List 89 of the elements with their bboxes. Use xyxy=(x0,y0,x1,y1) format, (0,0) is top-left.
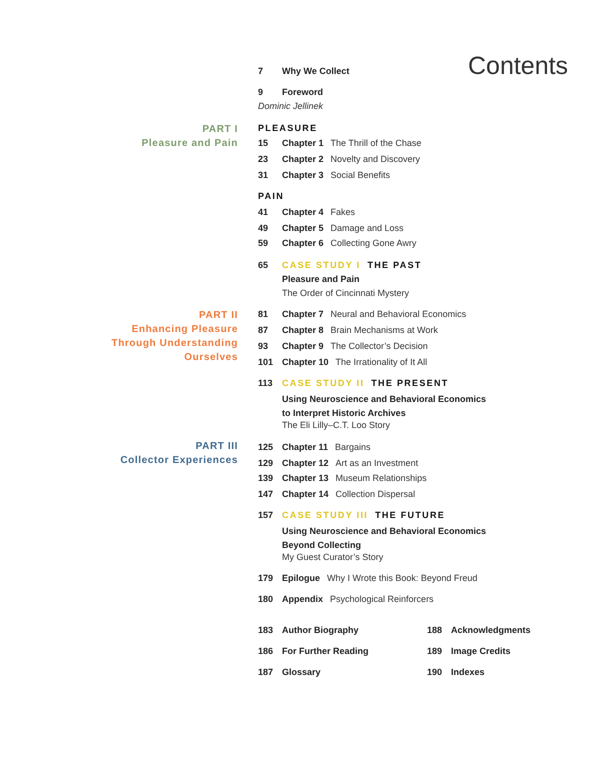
entry-title: Chapter 7 xyxy=(282,309,324,319)
page-number: 31 xyxy=(258,170,270,180)
page-number: 49 xyxy=(258,223,270,233)
entry-subtitle: My Guest Curator’s Story xyxy=(282,552,384,562)
page-number: 129 xyxy=(258,458,274,468)
entry-title: Image Credits xyxy=(451,646,511,656)
page-number: 147 xyxy=(258,489,274,499)
page-number: 180 xyxy=(258,594,274,604)
entry-subtitle: The Thrill of the Chase xyxy=(330,138,422,148)
entry-title: Appendix xyxy=(282,594,324,604)
page-number: 179 xyxy=(258,573,274,583)
entry-subtitle: The Eli Lilly–C.T. Loo Story xyxy=(282,420,390,430)
page-number: 9 xyxy=(258,87,264,97)
case-study-label: CASE STUDY III xyxy=(282,510,368,520)
entry-subtitle: Collecting Gone Awry xyxy=(330,238,416,248)
entry-title: Indexes xyxy=(451,667,485,677)
entry-title: Chapter 3 xyxy=(282,170,324,180)
page-title: Contents xyxy=(468,52,568,81)
section-heading: PAIN xyxy=(258,191,284,201)
entry-title: Chapter 12 xyxy=(282,458,329,468)
page-number: 15 xyxy=(258,138,270,148)
page-number: 125 xyxy=(258,442,274,452)
page-number: 188 xyxy=(427,625,444,635)
page-number: 23 xyxy=(258,154,270,164)
entry-title: Chapter 2 xyxy=(282,154,324,164)
case-study-label: CASE STUDY I xyxy=(282,260,360,270)
entry-subtitle: The Order of Cincinnati Mystery xyxy=(282,288,410,298)
page-number: 187 xyxy=(258,667,274,677)
page-number: 186 xyxy=(258,646,274,656)
page-number: 101 xyxy=(258,357,274,367)
part-label: PART I xyxy=(201,123,238,137)
entry-title: For Further Reading xyxy=(282,646,369,656)
page-number: 139 xyxy=(258,473,274,483)
author-name: Dominic Jellinek xyxy=(258,101,324,111)
page-number: 113 xyxy=(258,378,274,388)
section-heading: THE FUTURE xyxy=(375,510,446,520)
page-number: 190 xyxy=(427,667,444,677)
part-label: PART III xyxy=(194,440,238,454)
entry-title: Author Biography xyxy=(282,625,358,635)
entry-subtitle: Damage and Loss xyxy=(330,223,404,233)
section-heading: THE PRESENT xyxy=(371,378,449,388)
part-title: Collector Experiences xyxy=(119,454,238,468)
entry-title: Epilogue xyxy=(282,573,320,583)
page-number: 65 xyxy=(258,260,270,270)
page-number: 189 xyxy=(427,646,444,656)
page-number: 157 xyxy=(258,510,274,520)
entry-title: Using Neuroscience and Behavioral Economics to Interpret Historic Archives xyxy=(282,393,488,420)
entry-title: Chapter 13 xyxy=(282,473,329,483)
entry-subtitle: The Irrationality of It All xyxy=(336,357,428,367)
page-number: 59 xyxy=(258,238,270,248)
entry-subtitle: Why I Wrote this Book: Beyond Freud xyxy=(327,573,478,583)
page-number: 41 xyxy=(258,207,270,217)
entry-title: Chapter 11 xyxy=(282,442,328,452)
entry-subtitle: Bargains xyxy=(335,442,371,452)
section-heading: THE PAST xyxy=(367,260,422,270)
entry-title: Pleasure and Pain xyxy=(282,274,360,284)
page-number: 93 xyxy=(258,341,270,351)
entry-subtitle: Social Benefits xyxy=(330,170,390,180)
entry-title: Acknowledgments xyxy=(451,625,531,635)
entry-subtitle: Fakes xyxy=(330,207,356,217)
entry-title: Using Neuroscience and Behavioral Economics Beyond Collecting xyxy=(282,525,488,552)
case-study-label: CASE STUDY II xyxy=(282,378,364,388)
entry-title: Chapter 9 xyxy=(282,341,324,351)
entry-title: Glossary xyxy=(282,667,321,677)
entry-title: Why We Collect xyxy=(282,66,350,76)
entry-title: Foreword xyxy=(282,87,324,97)
section-heading: PLEASURE xyxy=(258,123,318,133)
entry-subtitle: Brain Mechanisms at Work xyxy=(330,325,438,335)
entry-subtitle: Collection Dispersal xyxy=(336,489,416,499)
part-label: PART II xyxy=(198,309,238,323)
entry-subtitle: Neural and Behavioral Economics xyxy=(330,309,466,319)
page-number: 7 xyxy=(258,66,264,76)
entry-subtitle: Novelty and Discovery xyxy=(330,154,420,164)
page-number: 183 xyxy=(258,625,274,635)
entry-subtitle: The Collector’s Decision xyxy=(330,341,428,351)
part-title: Pleasure and Pain xyxy=(140,137,238,151)
page-number: 87 xyxy=(258,325,270,335)
entry-title: Chapter 4 xyxy=(282,207,324,217)
entry-subtitle: Museum Relationships xyxy=(336,473,427,483)
entry-title: Chapter 14 xyxy=(282,489,329,499)
page-number: 81 xyxy=(258,309,270,319)
entry-title: Chapter 8 xyxy=(282,325,324,335)
entry-title: Chapter 6 xyxy=(282,238,324,248)
entry-subtitle: Psychological Reinforcers xyxy=(330,594,434,604)
part-title: Enhancing Pleasure Through Understanding Ourselves xyxy=(110,323,238,365)
entry-subtitle: Art as an Investment xyxy=(336,458,418,468)
entry-title: Chapter 5 xyxy=(282,223,324,233)
entry-title: Chapter 1 xyxy=(282,138,324,148)
entry-title: Chapter 10 xyxy=(282,357,329,367)
